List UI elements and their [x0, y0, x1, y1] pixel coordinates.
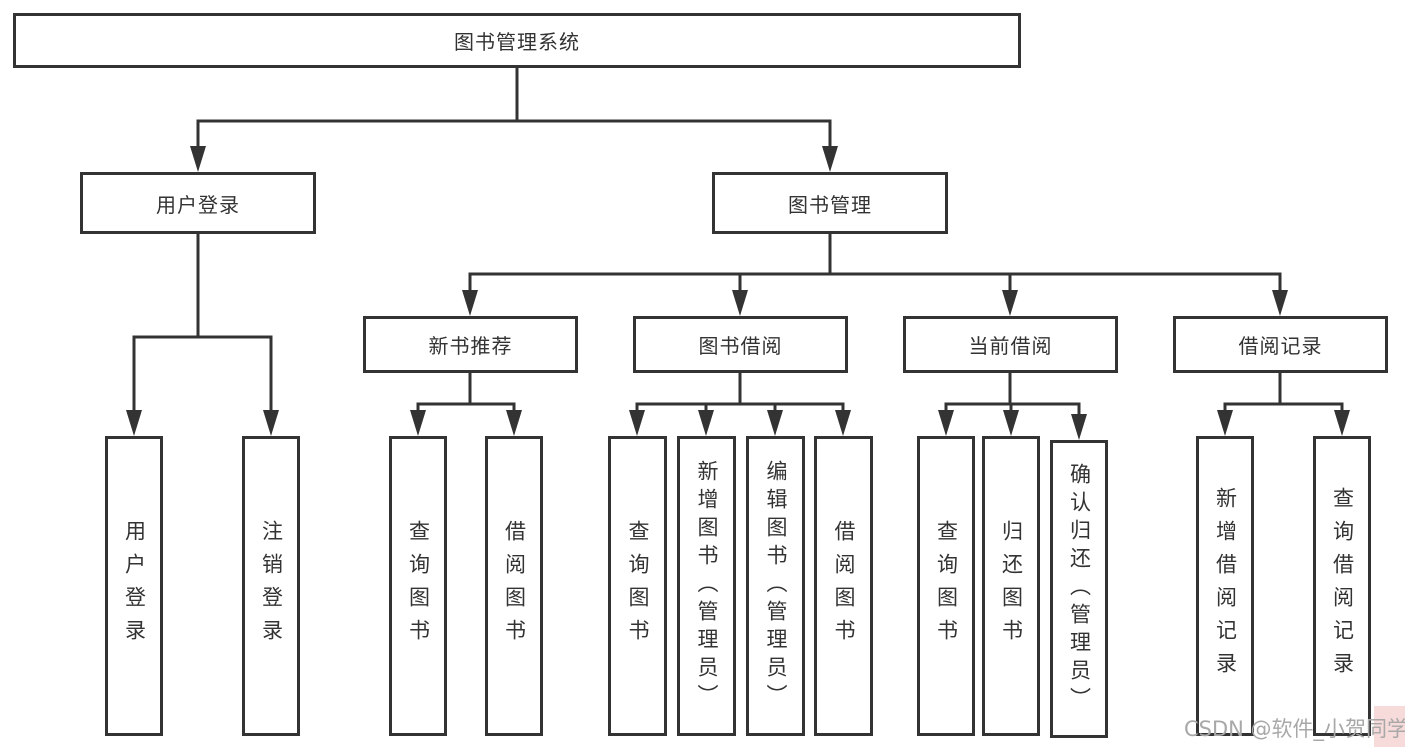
- node-leaf-borrow-books-1-label: 借阅图书: [502, 520, 527, 652]
- connector-borrowrecord-branch: [1223, 373, 1344, 430]
- node-leaf-logout: 注销登录: [242, 436, 300, 736]
- node-leaf-confirm-return-admin-label: 确认归还（管理员）: [1067, 463, 1092, 715]
- node-root-label: 图书管理系统: [454, 30, 580, 54]
- node-leaf-add-borrow-record-label: 新增借阅记录: [1213, 487, 1238, 685]
- connector-newbook-branch: [416, 373, 516, 430]
- node-leaf-query-borrow-record-label: 查询借阅记录: [1330, 487, 1355, 685]
- node-leaf-query-books-1-label: 查询图书: [406, 520, 431, 652]
- node-leaf-borrow-books-1: 借阅图书: [485, 436, 543, 736]
- node-leaf-query-books-3: 查询图书: [917, 436, 975, 736]
- node-leaf-logout-label: 注销登录: [259, 520, 284, 652]
- node-leaf-query-books-1: 查询图书: [389, 436, 447, 736]
- node-leaf-query-borrow-record: 查询借阅记录: [1313, 436, 1371, 736]
- node-leaf-borrow-books-2-label: 借阅图书: [832, 520, 856, 652]
- node-leaf-edit-books-admin: 编辑图书（管理员）: [746, 436, 805, 736]
- connector-bookborrow-branch: [635, 373, 845, 430]
- node-user-login-branch: 用户登录: [80, 172, 316, 234]
- node-leaf-return-books: 归还图书: [982, 436, 1040, 736]
- node-leaf-add-borrow-record: 新增借阅记录: [1196, 436, 1254, 736]
- connector-bookmgmt-to-level3: [468, 234, 1282, 310]
- node-current-borrow-label: 当前借阅: [968, 334, 1053, 358]
- connector-root-to-level2: [196, 68, 832, 166]
- node-current-borrow: 当前借阅: [903, 316, 1118, 373]
- arrowheads: [126, 146, 1350, 440]
- node-leaf-user-login: 用户登录: [105, 436, 163, 736]
- node-book-borrow-label: 图书借阅: [698, 334, 783, 358]
- node-leaf-confirm-return-admin: 确认归还（管理员）: [1050, 440, 1108, 738]
- node-book-management-branch: 图书管理: [712, 172, 948, 234]
- node-book-management-branch-label: 图书管理: [788, 192, 872, 217]
- watermark-text: CSDN @软件_小贺同学: [1184, 717, 1405, 741]
- node-leaf-borrow-books-2: 借阅图书: [814, 436, 873, 736]
- node-leaf-edit-books-admin-label: 编辑图书（管理员）: [764, 460, 788, 712]
- node-leaf-query-books-2-label: 查询图书: [626, 520, 650, 652]
- connector-userlogin-branch: [132, 234, 273, 430]
- node-borrow-records-label: 借阅记录: [1238, 334, 1323, 358]
- node-new-book-recommend-label: 新书推荐: [428, 334, 513, 358]
- node-leaf-return-books-label: 归还图书: [999, 520, 1024, 652]
- node-leaf-query-books-2: 查询图书: [608, 436, 667, 736]
- node-borrow-records: 借阅记录: [1173, 316, 1388, 373]
- node-book-borrow: 图书借阅: [633, 316, 848, 373]
- node-new-book-recommend: 新书推荐: [363, 316, 578, 373]
- node-leaf-add-books-admin: 新增图书（管理员）: [677, 436, 736, 736]
- watermark-background: [1374, 706, 1405, 747]
- node-leaf-query-books-3-label: 查询图书: [934, 520, 959, 652]
- node-leaf-user-login-label: 用户登录: [122, 520, 147, 652]
- node-root-system: 图书管理系统: [13, 13, 1021, 68]
- node-leaf-add-books-admin-label: 新增图书（管理员）: [695, 460, 719, 712]
- node-user-login-branch-label: 用户登录: [156, 192, 240, 217]
